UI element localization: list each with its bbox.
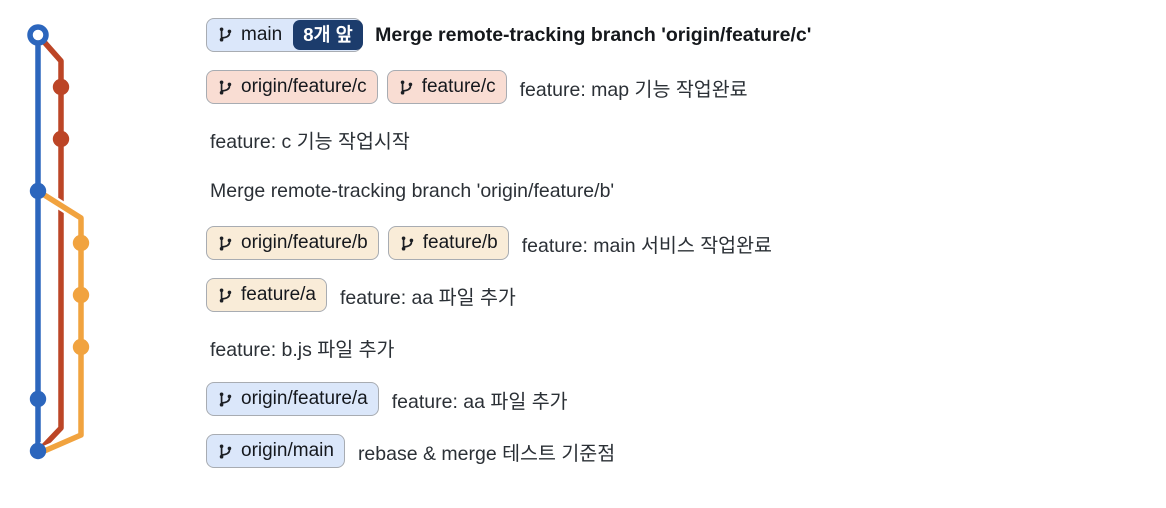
git-branch-icon xyxy=(219,287,232,303)
commit-row[interactable]: feature: c 기능 작업시작 xyxy=(206,113,1166,165)
commit-message: feature: aa 파일 추가 xyxy=(391,390,568,413)
commit-row[interactable]: origin/feature/c feature/c feature: map 기… xyxy=(206,61,1166,113)
commit-node[interactable] xyxy=(52,78,70,96)
commit-row[interactable]: Merge remote-tracking branch 'origin/fea… xyxy=(206,165,1166,217)
git-branch-icon xyxy=(219,443,232,459)
git-branch-icon xyxy=(219,79,232,95)
branch-label-origin-feature-c[interactable]: origin/feature/c xyxy=(206,69,378,105)
commit-node[interactable] xyxy=(29,182,47,200)
commit-message: rebase & merge 테스트 기준점 xyxy=(357,442,616,465)
commit-node[interactable] xyxy=(29,390,47,408)
commit-message: Merge remote-tracking branch 'origin/fea… xyxy=(375,23,812,46)
branch-label-feature-c[interactable]: feature/c xyxy=(386,69,507,105)
commit-message: Merge remote-tracking branch 'origin/fea… xyxy=(210,179,615,202)
commit-node-head[interactable] xyxy=(27,24,49,46)
commit-row[interactable]: origin/feature/a feature: aa 파일 추가 xyxy=(206,373,1166,425)
commit-message: feature: c 기능 작업시작 xyxy=(210,130,410,153)
commit-node[interactable] xyxy=(72,234,90,252)
branch-label-main[interactable]: main 8개 앞 xyxy=(206,17,363,53)
git-branch-icon xyxy=(219,235,232,251)
branch-name: origin/feature/b xyxy=(241,231,368,253)
git-branch-icon xyxy=(400,79,412,95)
commit-message: feature: aa 파일 추가 xyxy=(340,286,516,309)
branch-label-feature-a[interactable]: feature/a xyxy=(206,277,327,313)
branch-name: feature/b xyxy=(422,231,498,253)
branch-name: origin/main xyxy=(241,439,334,461)
commit-row[interactable]: origin/feature/b feature/b feature: main … xyxy=(206,217,1166,269)
branch-name: feature/c xyxy=(421,75,496,97)
commit-list: main 8개 앞 Merge remote-tracking branch 'or… xyxy=(206,9,1166,477)
branch-label-origin-feature-b[interactable]: origin/feature/b xyxy=(206,225,379,261)
branch-name: origin/feature/a xyxy=(241,387,368,409)
commit-message: feature: b.js 파일 추가 xyxy=(210,338,395,361)
branch-name: main xyxy=(241,23,283,45)
commit-row[interactable]: feature/a feature: aa 파일 추가 xyxy=(206,269,1166,321)
branch-label-feature-b[interactable]: feature/b xyxy=(387,225,509,261)
commit-row[interactable]: feature: b.js 파일 추가 xyxy=(206,321,1166,373)
commit-row[interactable]: main 8개 앞 Merge remote-tracking branch 'or… xyxy=(206,9,1166,61)
commit-node[interactable] xyxy=(72,338,90,356)
ahead-count-badge: 8개 앞 xyxy=(293,20,363,50)
feature-b-branch-line xyxy=(35,188,84,455)
commit-row[interactable]: origin/main rebase & merge 테스트 기준점 xyxy=(206,425,1166,477)
commit-node[interactable] xyxy=(52,130,70,148)
commit-node[interactable] xyxy=(72,286,90,304)
feature-c-branch-line xyxy=(35,32,64,453)
commit-message: feature: main 서비스 작업완료 xyxy=(521,234,772,257)
branch-name: feature/a xyxy=(241,283,316,305)
branch-label-origin-feature-a[interactable]: origin/feature/a xyxy=(206,381,379,417)
git-branch-icon xyxy=(219,27,232,42)
git-branch-icon xyxy=(401,235,413,251)
branch-label-origin-main[interactable]: origin/main xyxy=(206,433,345,469)
branch-name: origin/feature/c xyxy=(241,75,367,97)
commit-node[interactable] xyxy=(29,442,47,460)
commit-message: feature: map 기능 작업완료 xyxy=(519,78,748,101)
git-branch-icon xyxy=(219,391,232,407)
commit-graph xyxy=(27,24,90,460)
